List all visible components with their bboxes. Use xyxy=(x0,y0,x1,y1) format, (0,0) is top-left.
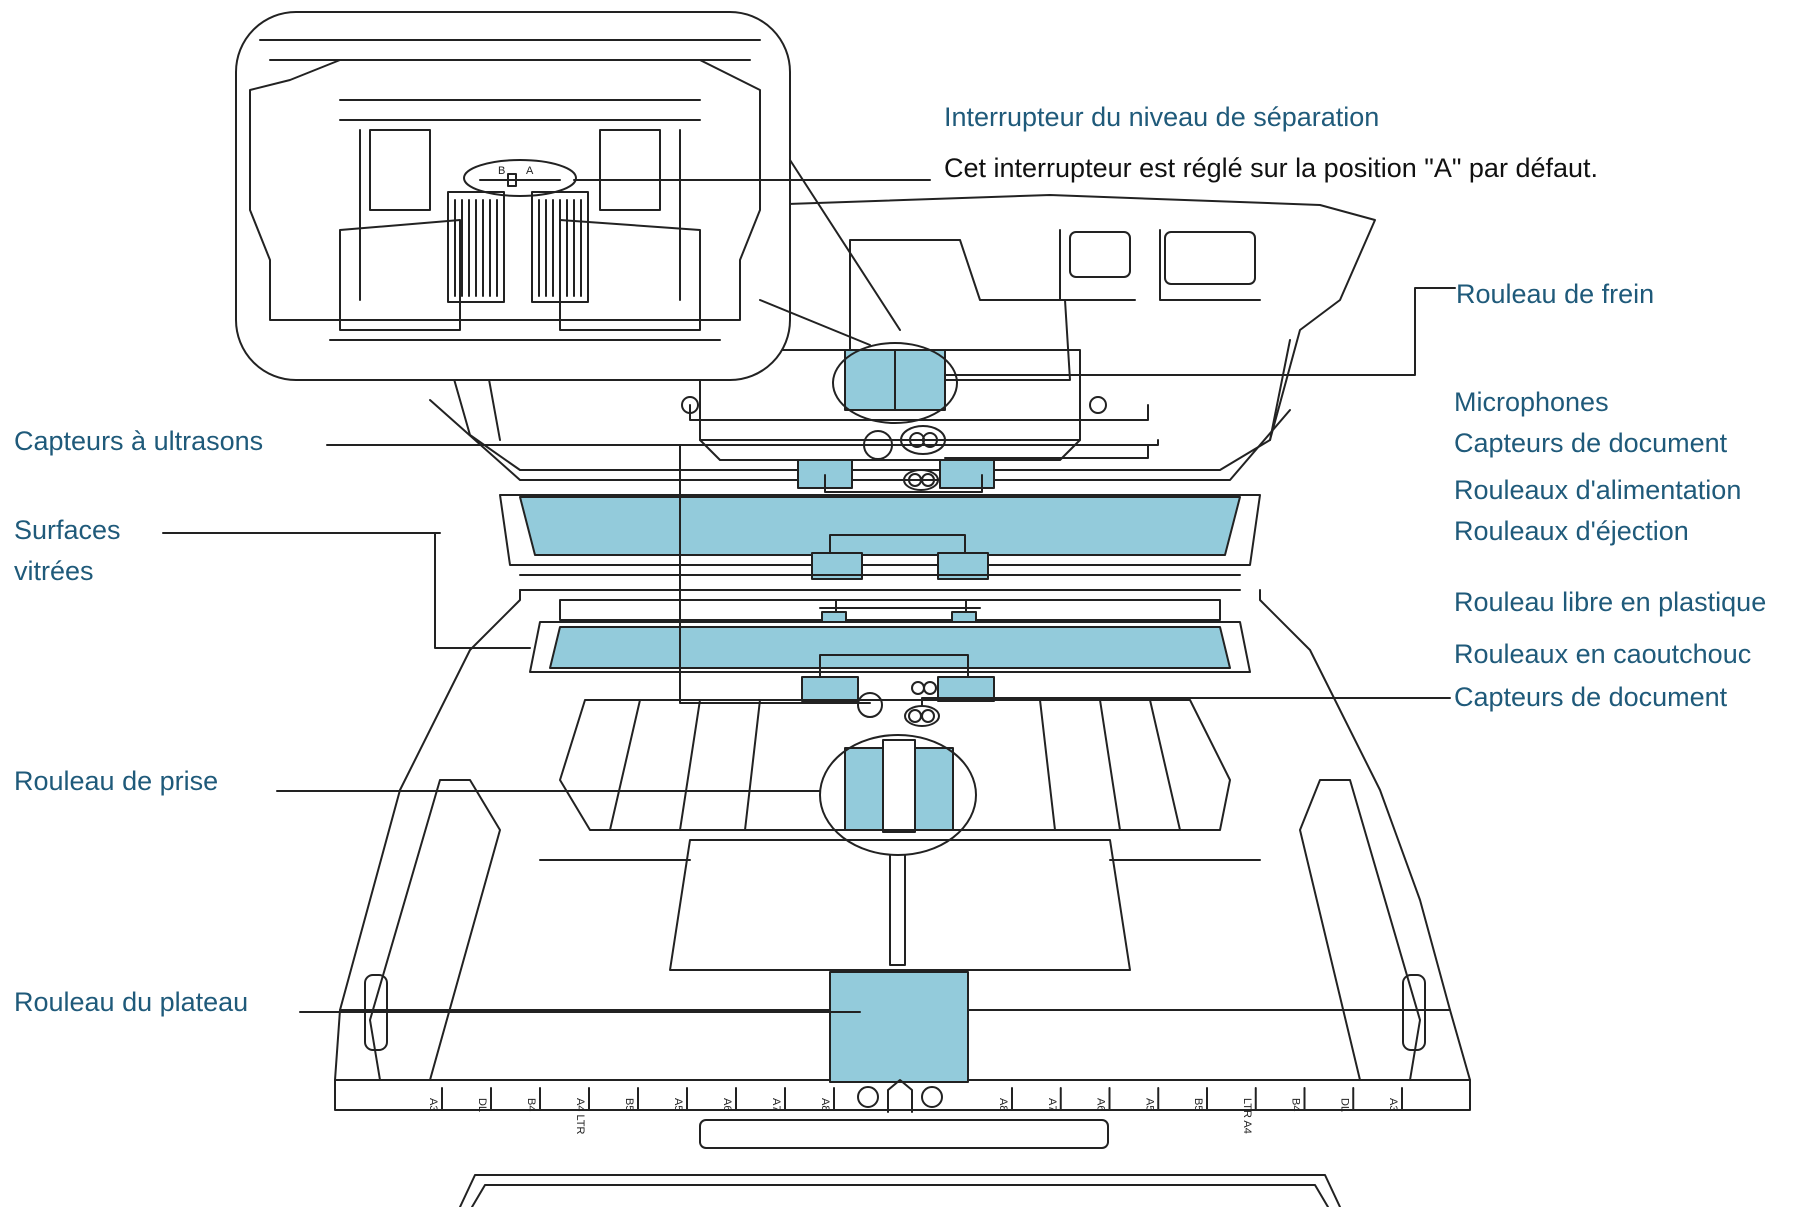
label-brake-roller: Rouleau de frein xyxy=(1456,279,1655,309)
label-feed-rollers: Rouleaux d'alimentation xyxy=(1454,475,1742,505)
label-tray-roller: Rouleau du plateau xyxy=(14,987,249,1017)
paper-guide-right-label-4: B5 xyxy=(1192,1098,1204,1111)
paper-guide-right-label-1: A7 xyxy=(1046,1098,1058,1111)
inset-detail: B A xyxy=(235,11,791,381)
inset-switch-position-b: B xyxy=(498,165,505,177)
pick-roller-part-right xyxy=(914,747,954,831)
label-rubber-rollers: Rouleaux en caoutchouc xyxy=(1454,639,1752,669)
paper-guide-right-label-0: A8 xyxy=(997,1098,1009,1111)
paper-guide-left-label-5: A5 xyxy=(672,1098,684,1111)
label-glass-surfaces-line2: vitrées xyxy=(14,556,94,586)
document-sensor-bottom-a xyxy=(911,681,925,695)
upper-glass-part xyxy=(519,496,1241,556)
paper-guide-right-label-5: LTR A4 xyxy=(1241,1098,1253,1134)
paper-guide-left-label-0: A3 xyxy=(427,1098,439,1111)
plastic-idler-left xyxy=(821,611,847,623)
leader-lines xyxy=(162,179,1456,1013)
lower-glass-part xyxy=(549,626,1231,669)
inset-switch-position-a: A xyxy=(526,165,534,177)
paper-guide-left-label-7: A7 xyxy=(770,1098,782,1111)
tray-roller-part xyxy=(829,971,969,1083)
label-pick-roller: Rouleau de prise xyxy=(14,766,219,796)
document-sensor-top-b xyxy=(922,432,938,448)
paper-guide-left-label-4: B5 xyxy=(623,1098,635,1111)
label-microphones: Microphones xyxy=(1454,387,1609,417)
label-document-sensors-top: Capteurs de document xyxy=(1454,428,1728,458)
side-guides xyxy=(364,779,1426,1081)
label-separation-note: Cet interrupteur est réglé sur la positi… xyxy=(944,153,1599,183)
rubber-roller-left xyxy=(801,676,859,702)
paper-guide-left-label-1: DL xyxy=(476,1098,488,1112)
plastic-idler-right xyxy=(951,611,977,623)
label-plastic-idler: Rouleau libre en plastique xyxy=(1454,587,1767,617)
microphone-right xyxy=(1089,396,1107,414)
paper-guide-right-label-2: A6 xyxy=(1095,1098,1107,1111)
paper-guide-left-label-2: B4 xyxy=(525,1098,537,1111)
paper-guides-right: A8 A7 A6 A5 B5 LTR A4 B4 DL A3 xyxy=(997,1087,1403,1134)
document-sensor-bottom-b xyxy=(923,681,937,695)
paper-guide-left-label-8: A8 xyxy=(819,1098,831,1111)
pick-roller-part-left xyxy=(844,747,884,831)
brake-roller-highlight xyxy=(832,342,958,424)
bottom-handle xyxy=(699,1119,1109,1149)
paper-guide-right-label-8: A3 xyxy=(1387,1098,1399,1111)
label-document-sensors-bottom: Capteurs de document xyxy=(1454,682,1728,712)
paper-guides-left: A3 DL B4 A4 LTR B5 A5 A6 A7 A8 xyxy=(427,1087,835,1135)
paper-guide-right-label-7: DL xyxy=(1338,1098,1350,1112)
label-ultrasonic-sensors: Capteurs à ultrasons xyxy=(14,426,264,456)
paper-guide-left-label-3: A4 LTR xyxy=(574,1098,586,1135)
inset-switch-highlight xyxy=(463,159,577,197)
paper-guide-left-label-6: A6 xyxy=(721,1098,733,1111)
paper-guide-right-label-3: A5 xyxy=(1143,1098,1155,1111)
label-eject-rollers: Rouleaux d'éjection xyxy=(1454,516,1689,546)
paper-chute xyxy=(539,699,1261,971)
pick-roller-highlight xyxy=(819,734,977,856)
paper-guide-right-label-6: B4 xyxy=(1290,1098,1302,1111)
feed-roller-right xyxy=(939,459,995,489)
label-glass-surfaces-line1: Surfaces xyxy=(14,515,121,545)
label-separation-switch: Interrupteur du niveau de séparation xyxy=(944,102,1380,132)
